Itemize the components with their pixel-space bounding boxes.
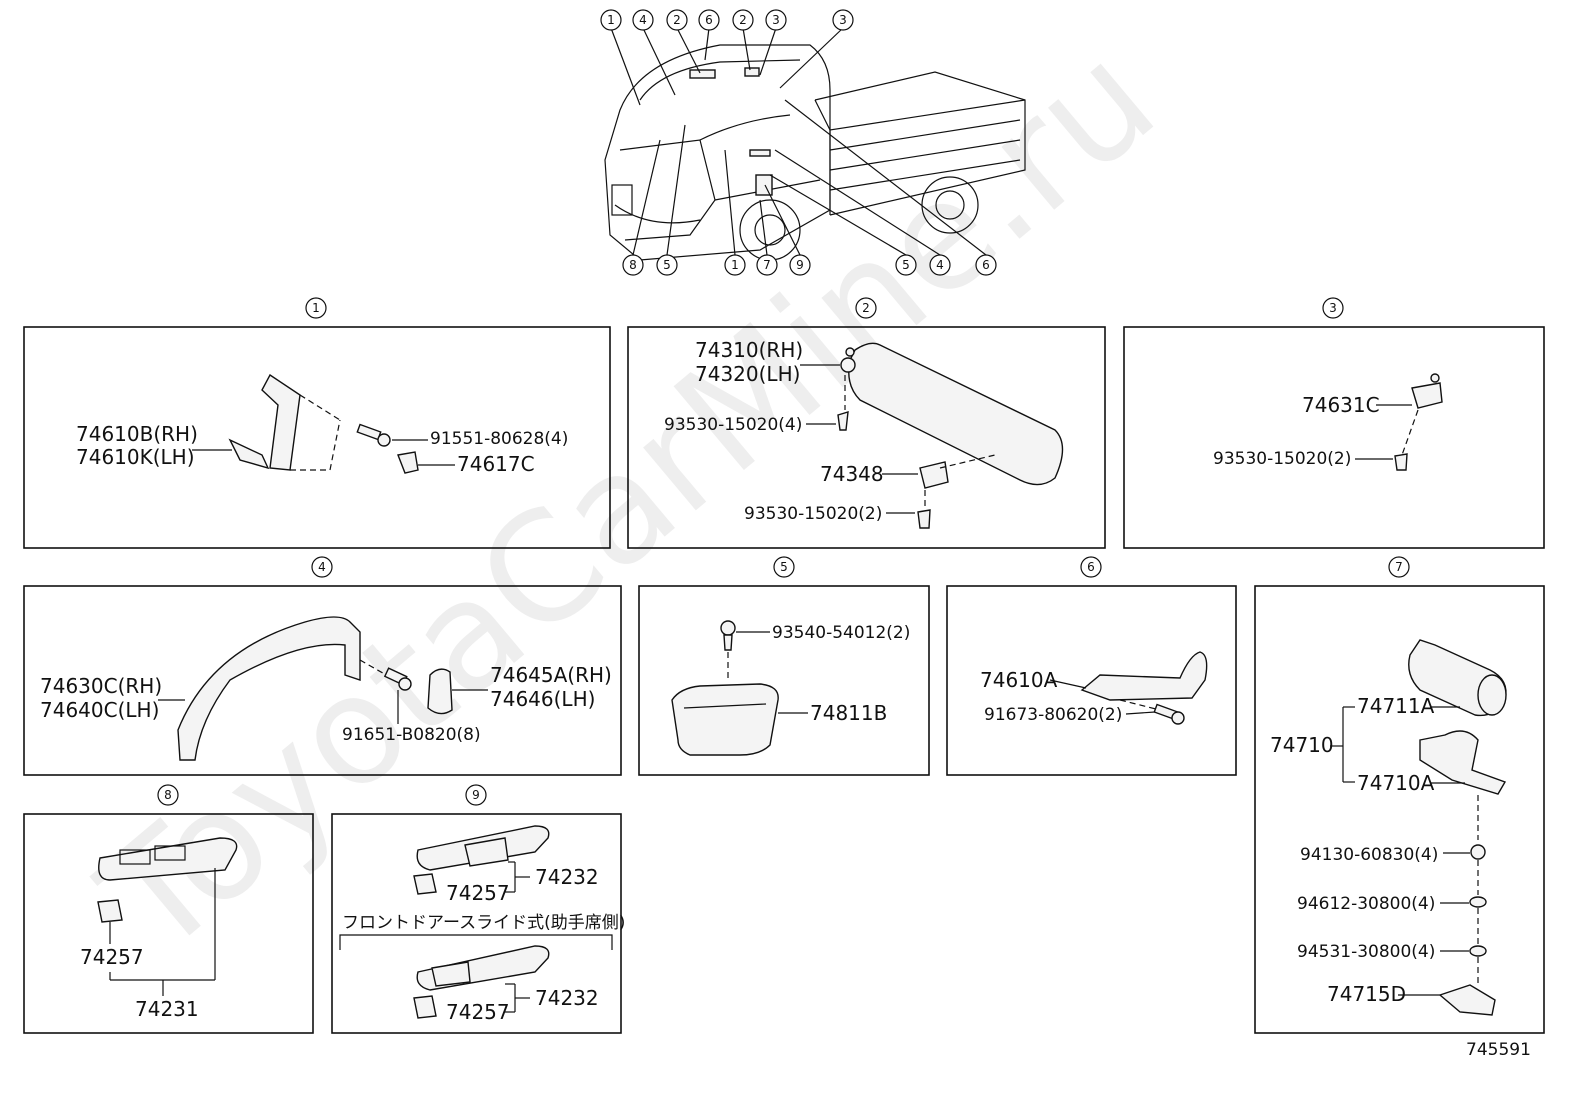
inside-handle-part xyxy=(1080,651,1208,701)
part-74610A-label: 74610A xyxy=(980,668,1058,692)
part-74257-c-label: 74257 xyxy=(446,1000,510,1024)
part-91673-label: 91673-80620(2) xyxy=(984,705,1122,725)
part-74310-label: 74310(RH) xyxy=(695,338,803,362)
panel-4: 4 74630C(RH) 74640C(LH) 74645A(RH) 74646… xyxy=(23,556,622,776)
callout-bottom-1: 1 xyxy=(731,258,739,272)
pillar-garnish-part xyxy=(177,616,361,761)
part-74631C-label: 74631C xyxy=(1302,393,1380,417)
panel-6-number: 6 xyxy=(1087,560,1095,574)
panel-3: 3 74631C 93530-15020(2) xyxy=(1123,297,1545,549)
part-93530-a-label: 93530-15020(4) xyxy=(664,415,802,435)
panel-7: 7 74711A 74710 74710A 94130-60830(4) 946… xyxy=(1254,556,1545,1034)
part-94130-label: 94130-60830(4) xyxy=(1300,845,1438,865)
callout-bottom-7: 7 xyxy=(763,258,771,272)
sliding-door-note: フロントドアースライド式(助手席側) xyxy=(342,913,625,933)
overview-callouts-top: 1 4 2 6 2 3 3 xyxy=(600,9,854,106)
part-93530-b-label: 93530-15020(2) xyxy=(744,504,882,524)
sun-visor-part xyxy=(848,342,1064,486)
assist-grip-part xyxy=(261,373,301,471)
panel-5-number: 5 xyxy=(780,560,788,574)
panel-8: 8 74257 74231 xyxy=(23,784,314,1034)
panel-3-number: 3 xyxy=(1329,301,1337,315)
part-94612-label: 94612-30800(4) xyxy=(1297,894,1435,914)
part-74617C-label: 74617C xyxy=(457,452,535,476)
panel-2-number: 2 xyxy=(862,301,870,315)
part-74257-a-label: 74257 xyxy=(80,945,144,969)
part-74640C-label: 74640C(LH) xyxy=(40,698,159,722)
part-74711A-label: 74711A xyxy=(1357,694,1435,718)
panel-9: 9 74257 74232 フロントドアースライド式(助手席側) 74257 7… xyxy=(331,784,625,1034)
callout-top-3b: 3 xyxy=(839,13,847,27)
panel-9-number: 9 xyxy=(472,788,480,802)
panel-5: 5 93540-54012(2) 74811B xyxy=(638,556,930,776)
callout-top-3: 3 xyxy=(772,13,780,27)
callout-top-2b: 2 xyxy=(739,13,747,27)
panel-8-number: 8 xyxy=(164,788,172,802)
door-pocket-part xyxy=(671,683,779,756)
callout-bottom-4: 4 xyxy=(936,258,944,272)
callout-bottom-5: 5 xyxy=(663,258,671,272)
panel-1-number: 1 xyxy=(312,301,320,315)
part-74232-b-label: 74232 xyxy=(535,986,599,1010)
part-74811B-label: 74811B xyxy=(810,701,887,725)
part-74715D-label: 74715D xyxy=(1327,982,1406,1006)
callout-top-6: 6 xyxy=(705,13,713,27)
callout-bottom-9: 9 xyxy=(796,258,804,272)
part-91551-label: 91551-80628(4) xyxy=(430,429,568,449)
panel-2: 2 74310(RH) 74320(LH) 93530-15020(4) 743… xyxy=(627,297,1106,549)
part-74710A-label: 74710A xyxy=(1357,771,1435,795)
switch-base-part xyxy=(98,837,238,881)
part-91651-label: 91651-B0820(8) xyxy=(342,725,481,745)
part-74232-a-label: 74232 xyxy=(535,865,599,889)
callout-bottom-8: 8 xyxy=(629,258,637,272)
callout-top-1: 1 xyxy=(607,13,615,27)
part-74710-label: 74710 xyxy=(1270,733,1334,757)
callout-top-2: 2 xyxy=(673,13,681,27)
panel-1: 1 74610B(RH) 74610K(LH) 91551-80628(4) 7… xyxy=(23,297,611,549)
part-74348-label: 74348 xyxy=(820,462,884,486)
callout-bottom-6: 6 xyxy=(982,258,990,272)
part-94531-label: 94531-30800(4) xyxy=(1297,942,1435,962)
part-93540-label: 93540-54012(2) xyxy=(772,623,910,643)
diagram-code: 745591 xyxy=(1466,1040,1531,1060)
part-74610B-label: 74610B(RH) xyxy=(76,422,198,446)
callout-bottom-5b: 5 xyxy=(902,258,910,272)
overview-callouts-bottom: 8 5 1 7 9 5 4 6 xyxy=(622,99,997,276)
panel-4-number: 4 xyxy=(318,560,326,574)
panel-7-number: 7 xyxy=(1395,560,1403,574)
panel-6: 6 74610A 91673-80620(2) xyxy=(946,556,1237,776)
part-93530-c-label: 93530-15020(2) xyxy=(1213,449,1351,469)
callout-top-4: 4 xyxy=(639,13,647,27)
part-74320-label: 74320(LH) xyxy=(695,362,800,386)
coat-hook-part xyxy=(1411,382,1443,409)
part-74645A-label: 74645A(RH) xyxy=(490,663,612,687)
part-74630C-label: 74630C(RH) xyxy=(40,674,162,698)
part-74646-label: 74646(LH) xyxy=(490,687,595,711)
part-74231-label: 74231 xyxy=(135,997,199,1021)
part-74257-b-label: 74257 xyxy=(446,881,510,905)
part-74610K-label: 74610K(LH) xyxy=(76,445,195,469)
